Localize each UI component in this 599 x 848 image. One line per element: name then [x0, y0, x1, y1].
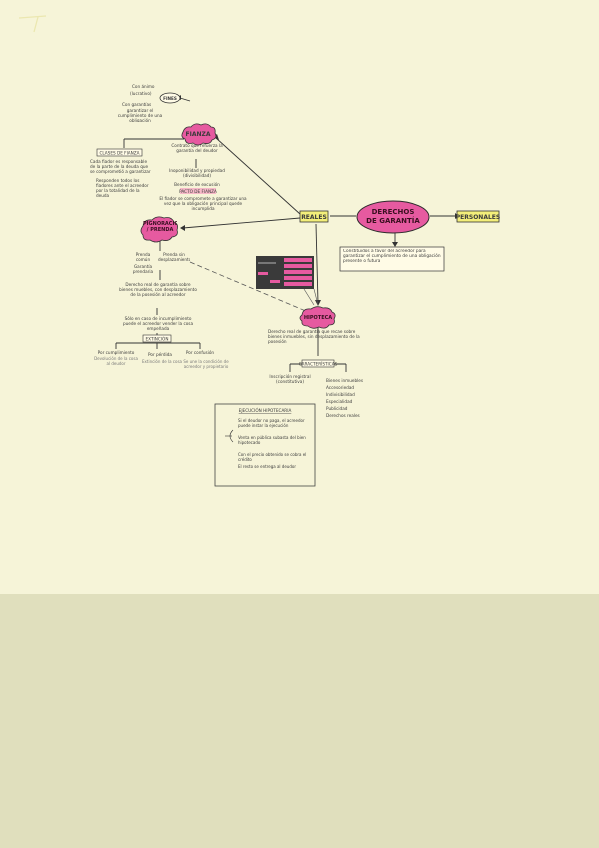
personales-desc: Constituidos a favor del acreedor para g… — [343, 249, 441, 265]
caracteristicas-right-list: Bienes inmuebles Accesoriedad Indivisibi… — [326, 378, 363, 418]
prenda-desc: Derecho real de garantía sobre bienes mu… — [119, 282, 197, 297]
personales-label: PERSONALES — [456, 214, 500, 221]
hipoteca-desc: Derecho real de garantía que recae sobre… — [268, 329, 360, 344]
fines-label: FINES — [163, 96, 177, 101]
fines-note-3: Con garantías — [122, 102, 151, 107]
ejecucion-title: EJECUCIÓN HIPOTECARIA — [239, 408, 292, 413]
fines-note-1: Con ánimo — [132, 84, 155, 89]
clases-fianza-desc: Cada fiador es responsable de la parte d… — [90, 159, 151, 174]
extincion-item-1-title: Por cumplimiento — [98, 350, 135, 355]
prenda-left: Prenda común — [135, 252, 151, 262]
prenda-node[interactable]: PIGNORACIÓN / PRENDA — [140, 216, 178, 243]
handwritten-mark-icon — [18, 15, 47, 33]
caracteristica-5: Publicidad — [326, 406, 348, 411]
ejecucion-box: EJECUCIÓN HIPOTECARIA Si el deudor no pa… — [214, 403, 316, 487]
prenda-label: PIGNORACIÓN / PRENDA — [143, 221, 177, 233]
extincion-tag: EXTINCIÓN — [142, 334, 172, 343]
extincion-item-1-desc: Devolución de la cosa al deudor — [94, 356, 138, 366]
reales-label: REALES — [301, 214, 327, 221]
caracteristica-2: Accesoriedad — [326, 385, 354, 390]
clases-fianza-label: CLASES DE FIANZA — [99, 151, 139, 156]
fines-note-2: (lucrativo) — [130, 91, 152, 96]
connector-lines — [115, 95, 459, 372]
fianza-label: FIANZA — [186, 131, 211, 138]
ejecucion-line-2: Venta en pública subasta del bien hipote… — [238, 435, 306, 445]
extincion-item-2-title: Por pérdida — [148, 352, 172, 357]
concept-map: DERECHOS DE GARANTÍA REALES PERSONALES C… — [90, 84, 500, 487]
extincion-item-2-desc: Extinción de la cosa — [142, 359, 182, 364]
ejecucion-line-3: Con el precio obtenido se cobra el crédi… — [238, 452, 307, 462]
ejecucion-line-1: Si el deudor no paga, el acreedor puede … — [238, 418, 305, 428]
caracteristicas-tag: CARACTERÍSTICAS — [299, 359, 338, 368]
clases-fianza-detail: Responden todos los fiadores ante el acr… — [96, 178, 149, 198]
fianza-note-c: El fiador se compromete a garantizar una… — [159, 196, 247, 211]
pacto-fianza-label: PACTO DE FIANZA — [179, 189, 217, 194]
reales-node[interactable]: REALES — [299, 210, 329, 223]
personales-node[interactable]: PERSONALES — [456, 210, 500, 223]
clases-fianza-tag: CLASES DE FIANZA — [96, 148, 143, 157]
pacto-fianza-tag: PACTO DE FIANZA — [179, 188, 217, 194]
caracteristicas-label: CARACTERÍSTICAS — [299, 362, 338, 367]
extincion-item-3-title: Por confusión — [186, 350, 215, 355]
extincion-label: EXTINCIÓN — [146, 337, 169, 342]
prenda-center: Garantía prendaria — [132, 264, 154, 274]
central-label-2: DE GARANTÍA — [366, 216, 420, 225]
fianza-note-a: Inoponibilidad y propiedad (divisibilida… — [169, 168, 225, 178]
bottom-band — [0, 594, 599, 848]
fines-node[interactable]: FINES — [159, 92, 181, 104]
caracteristica-1: Bienes inmuebles — [326, 378, 363, 383]
central-node[interactable]: DERECHOS DE GARANTÍA — [356, 200, 430, 234]
fines-desc: garantizar el cumplimiento de una obliga… — [117, 108, 163, 122]
hipoteca-label: HIPOTECA — [304, 315, 332, 321]
caracteristica-4: Especialidad — [326, 399, 353, 404]
hipoteca-node[interactable]: HIPOTECA — [299, 306, 336, 329]
caracteristica-6: Derechos reales — [326, 413, 360, 418]
fianza-note-b: Beneficio de excusión — [174, 182, 220, 187]
fianza-node[interactable]: FIANZA — [181, 123, 217, 146]
extincion-item-3-desc: Se une la condición de acreedor y propie… — [183, 359, 229, 369]
prenda-desc-2: Sólo en caso de incumplimiento puede el … — [122, 316, 194, 331]
caracteristicas-left: Inscripción registral (constitutiva) — [269, 374, 311, 384]
fianza-desc: Contrato que refuerza la garantía del de… — [171, 143, 223, 153]
ejecucion-line-4: El resto se entrega al deudor — [238, 464, 296, 469]
caracteristica-3: Indivisibilidad — [326, 392, 355, 397]
inserted-image — [256, 256, 314, 289]
central-label-1: DERECHOS — [372, 208, 415, 216]
prenda-right: Prenda sin desplazamiento — [158, 252, 190, 262]
personales-desc-box: Constituidos a favor del acreedor para g… — [339, 246, 445, 272]
